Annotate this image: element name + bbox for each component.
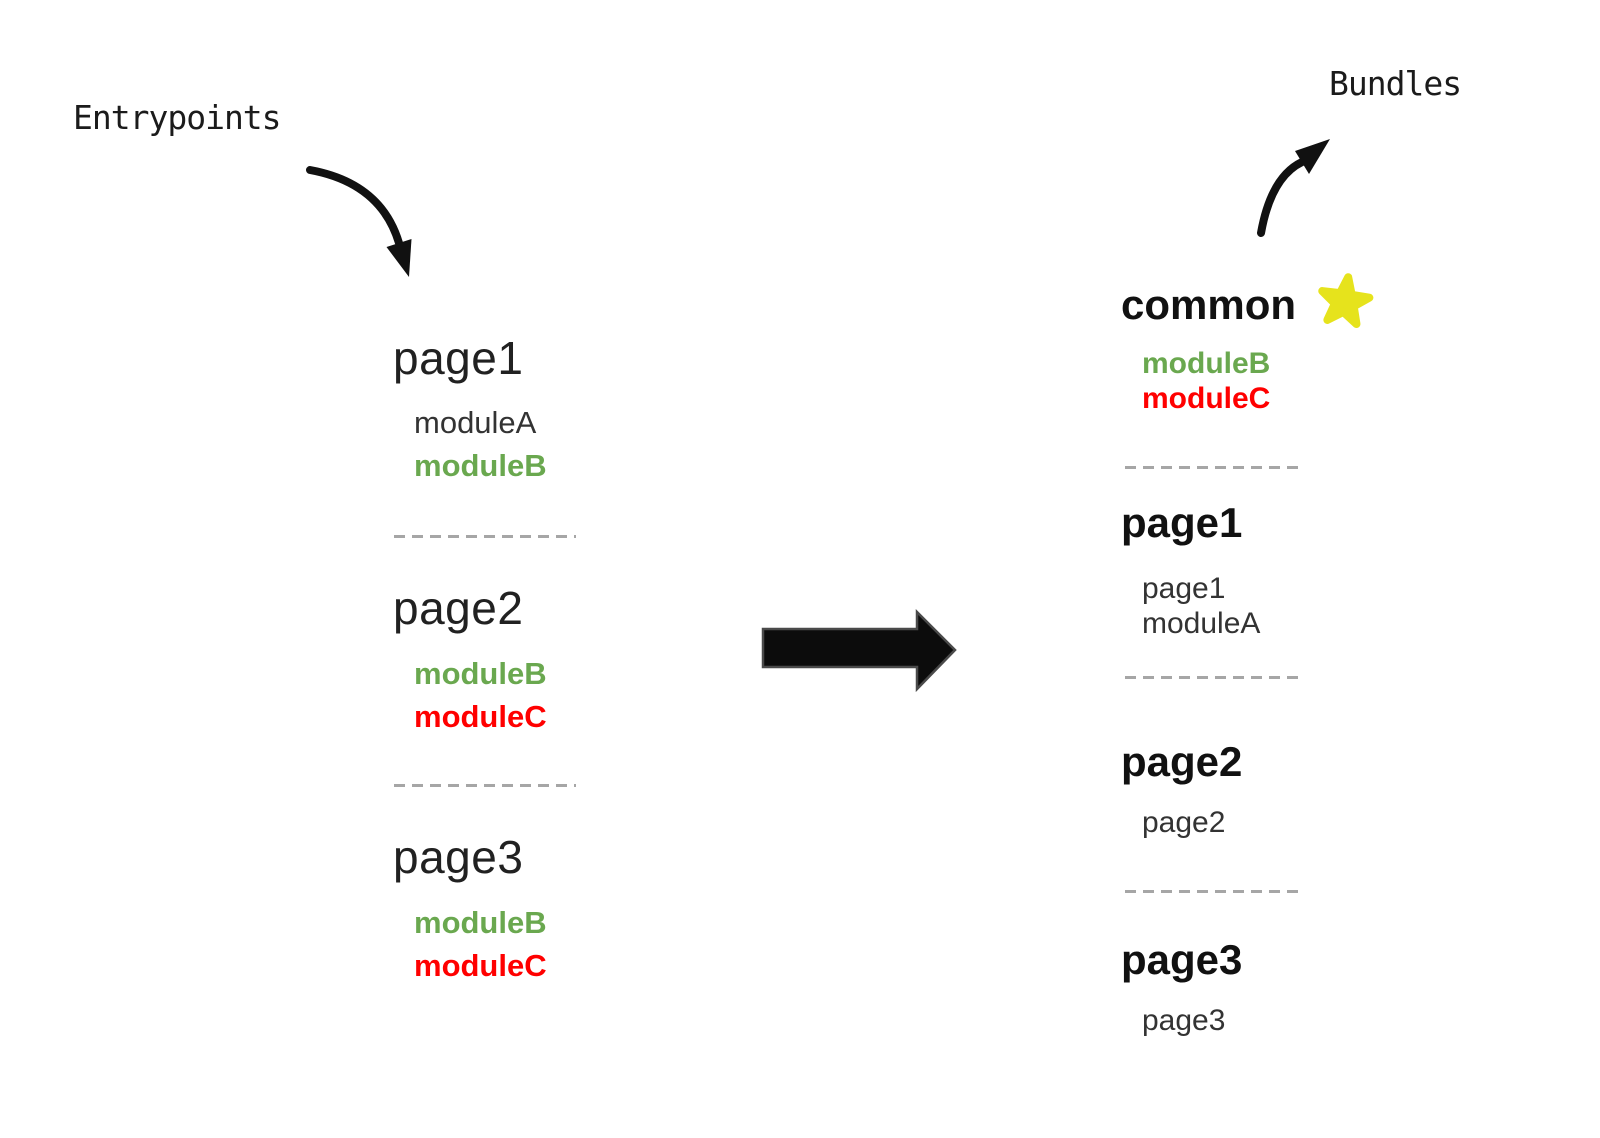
module-item: moduleC xyxy=(1142,382,1271,415)
transform-arrow-icon xyxy=(761,608,957,693)
entry-group-title-page1: page1 xyxy=(393,332,524,384)
entrypoints-curved-arrow-icon xyxy=(306,166,412,277)
entry-group-title-page3: page3 xyxy=(393,831,524,883)
module-item: moduleA xyxy=(1142,607,1261,640)
bundles-curved-arrow-icon xyxy=(1257,139,1330,237)
entrypoints-label: Entrypoints xyxy=(73,98,282,137)
bundle-group-title-page3: page3 xyxy=(1121,936,1243,983)
module-item: page1 xyxy=(1142,572,1226,605)
entry-group-title-page2: page2 xyxy=(393,582,524,634)
module-item: moduleC xyxy=(414,948,547,983)
entry-modules-page3: moduleB moduleC xyxy=(414,901,547,987)
divider xyxy=(394,784,576,787)
bundle-group-title-page1: page1 xyxy=(1121,499,1243,546)
bundle-modules-page3: page3 xyxy=(1142,1003,1225,1038)
module-item: moduleB xyxy=(1142,347,1271,380)
bundle-modules-page2: page2 xyxy=(1142,805,1225,840)
bundles-label: Bundles xyxy=(1329,64,1462,103)
module-item: moduleB xyxy=(414,656,547,691)
bundle-modules-page1: page1 moduleA xyxy=(1142,571,1260,641)
module-item: moduleB xyxy=(414,905,547,940)
module-item: page2 xyxy=(1142,806,1226,839)
entry-modules-page1: moduleA moduleB xyxy=(414,401,547,487)
module-item: page3 xyxy=(1142,1004,1226,1037)
star-icon xyxy=(1318,273,1374,329)
divider xyxy=(394,535,576,538)
bundle-group-title-page2: page2 xyxy=(1121,738,1243,785)
entry-modules-page2: moduleB moduleC xyxy=(414,652,547,738)
module-item: moduleB xyxy=(414,448,547,483)
module-item: moduleC xyxy=(414,699,547,734)
divider xyxy=(1125,466,1301,469)
bundle-group-title-common: common xyxy=(1121,281,1297,328)
module-item: moduleA xyxy=(414,405,537,440)
divider xyxy=(1125,676,1301,679)
bundle-modules-common: moduleB moduleC xyxy=(1142,346,1270,416)
divider xyxy=(1125,890,1301,893)
